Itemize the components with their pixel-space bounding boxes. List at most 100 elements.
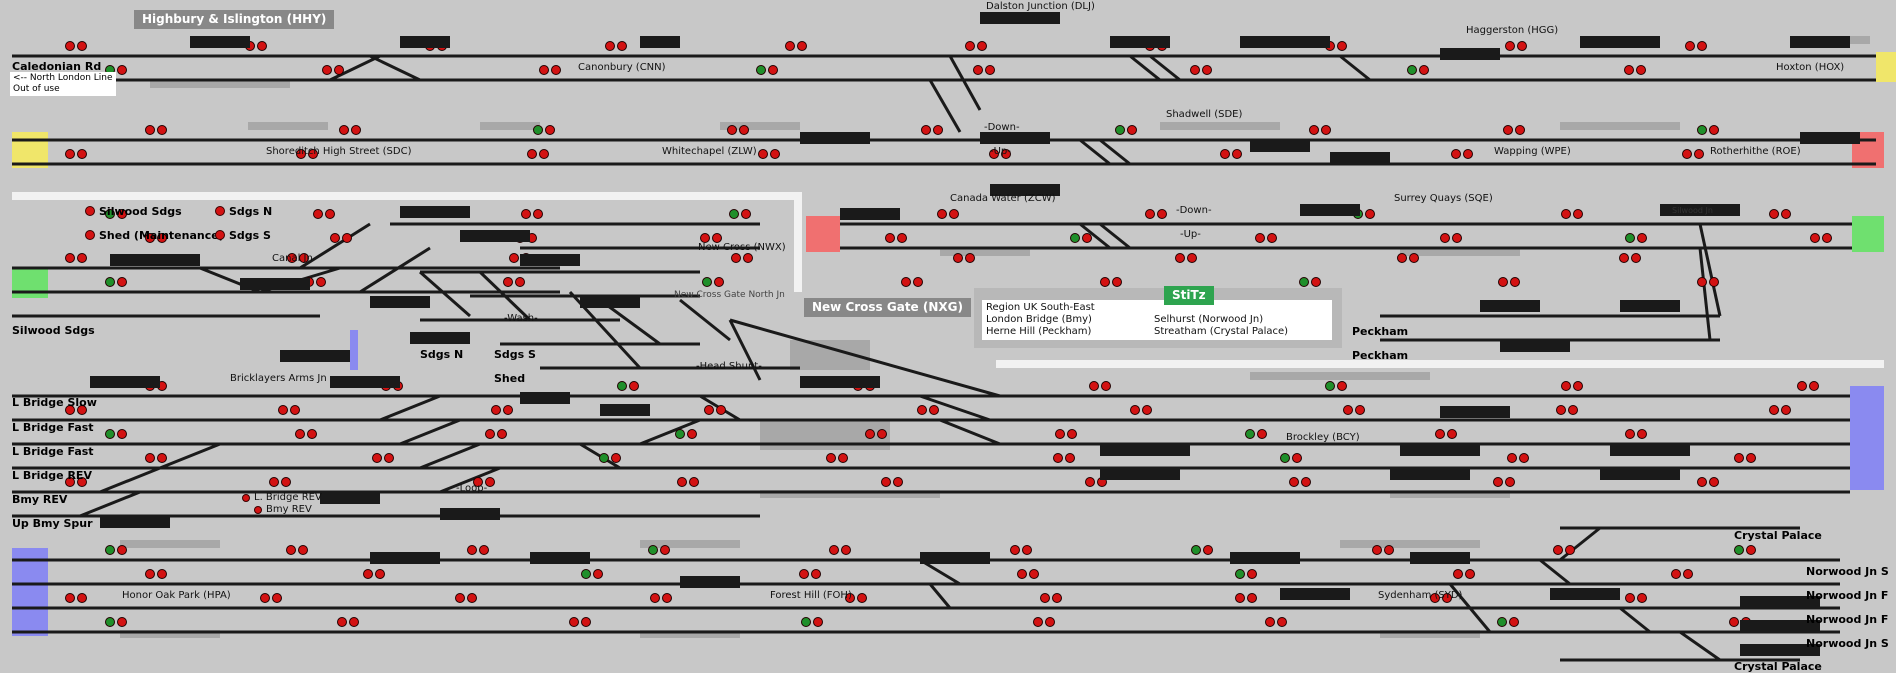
signal[interactable] <box>700 233 710 243</box>
signal[interactable] <box>1734 545 1744 555</box>
train-describer-box[interactable] <box>640 36 680 48</box>
signal[interactable] <box>1257 429 1267 439</box>
signal[interactable] <box>1561 381 1571 391</box>
signal[interactable] <box>1769 209 1779 219</box>
signal[interactable] <box>1498 277 1508 287</box>
signal[interactable] <box>349 617 359 627</box>
signal[interactable] <box>1797 381 1807 391</box>
fringe-norwood-f-1[interactable]: Norwood Jn F <box>1806 589 1889 602</box>
signal[interactable] <box>145 125 155 135</box>
signal[interactable] <box>797 41 807 51</box>
signal[interactable] <box>1052 593 1062 603</box>
train-describer-box[interactable] <box>600 404 650 416</box>
signal[interactable] <box>768 65 778 75</box>
train-describer-box[interactable] <box>1440 406 1510 418</box>
signal[interactable] <box>1033 617 1043 627</box>
signal[interactable] <box>65 593 75 603</box>
signal[interactable] <box>1697 477 1707 487</box>
train-describer-box[interactable] <box>1330 152 1390 164</box>
signal[interactable] <box>1625 593 1635 603</box>
signal[interactable] <box>1419 65 1429 75</box>
signal[interactable] <box>1568 405 1578 415</box>
signal[interactable] <box>105 617 115 627</box>
signal[interactable] <box>330 233 340 243</box>
signal[interactable] <box>65 149 75 159</box>
train-describer-box[interactable] <box>190 36 250 48</box>
train-describer-box[interactable] <box>370 552 440 564</box>
signal[interactable] <box>1442 593 1452 603</box>
signal[interactable] <box>1453 569 1463 579</box>
fringe-peckham-1[interactable]: Peckham <box>1352 325 1409 338</box>
signal[interactable] <box>325 209 335 219</box>
signal[interactable] <box>756 65 766 75</box>
signal[interactable] <box>1053 453 1063 463</box>
signal[interactable] <box>1409 253 1419 263</box>
signal[interactable] <box>65 477 75 487</box>
signal[interactable] <box>65 253 75 263</box>
train-describer-box[interactable] <box>1660 204 1740 216</box>
train-describer-box[interactable] <box>800 132 870 144</box>
signal[interactable] <box>965 253 975 263</box>
signal[interactable] <box>372 453 382 463</box>
signal[interactable] <box>826 453 836 463</box>
signal[interactable] <box>281 477 291 487</box>
signal[interactable] <box>1232 149 1242 159</box>
signal[interactable] <box>921 125 931 135</box>
signal[interactable] <box>295 429 305 439</box>
signal[interactable] <box>1734 453 1744 463</box>
train-describer-box[interactable] <box>1740 644 1820 656</box>
signal[interactable] <box>629 381 639 391</box>
signal[interactable] <box>1235 569 1245 579</box>
signal[interactable] <box>298 545 308 555</box>
signal[interactable] <box>1517 41 1527 51</box>
signal[interactable] <box>1255 233 1265 243</box>
signal[interactable] <box>1637 233 1647 243</box>
signal[interactable] <box>913 277 923 287</box>
fringe-caledonian-rd[interactable]: Caledonian Rd <box>12 60 102 73</box>
signal[interactable] <box>299 253 309 263</box>
signal[interactable] <box>342 233 352 243</box>
signal[interactable] <box>290 405 300 415</box>
signal[interactable] <box>1299 277 1309 287</box>
signal[interactable] <box>1451 149 1461 159</box>
signal[interactable] <box>157 125 167 135</box>
signal[interactable] <box>1407 65 1417 75</box>
signal[interactable] <box>953 253 963 263</box>
signal[interactable] <box>509 253 519 263</box>
signal[interactable] <box>1145 209 1155 219</box>
signal[interactable] <box>881 477 891 487</box>
signal[interactable] <box>593 569 603 579</box>
signal[interactable] <box>1507 453 1517 463</box>
train-describer-box[interactable] <box>990 184 1060 196</box>
signal[interactable] <box>473 477 483 487</box>
fringe-crystal-palace-bottom[interactable]: Crystal Palace <box>1734 660 1822 673</box>
signal[interactable] <box>1493 477 1503 487</box>
train-describer-box[interactable] <box>320 492 380 504</box>
signal[interactable] <box>581 569 591 579</box>
signal[interactable] <box>714 277 724 287</box>
signal[interactable] <box>117 617 127 627</box>
legend-sdgs-n-dot[interactable] <box>215 206 225 216</box>
signal[interactable] <box>272 593 282 603</box>
signal[interactable] <box>1112 277 1122 287</box>
signal[interactable] <box>105 429 115 439</box>
fringe-lb-rev[interactable]: L Bridge REV <box>12 469 92 482</box>
signal[interactable] <box>515 277 525 287</box>
signal[interactable] <box>296 149 306 159</box>
train-describer-box[interactable] <box>330 376 400 388</box>
signal[interactable] <box>1505 477 1515 487</box>
train-describer-box[interactable] <box>1480 300 1540 312</box>
signal[interactable] <box>1619 253 1629 263</box>
signal[interactable] <box>313 209 323 219</box>
train-describer-box[interactable] <box>1100 468 1180 480</box>
signal[interactable] <box>677 477 687 487</box>
train-describer-box[interactable] <box>110 254 200 266</box>
signal[interactable] <box>105 545 115 555</box>
signal[interactable] <box>1191 545 1201 555</box>
signal[interactable] <box>743 253 753 263</box>
signal[interactable] <box>1365 209 1375 219</box>
train-describer-box[interactable] <box>920 552 990 564</box>
signal[interactable] <box>1337 41 1347 51</box>
signal[interactable] <box>1729 617 1739 627</box>
signal[interactable] <box>1561 209 1571 219</box>
